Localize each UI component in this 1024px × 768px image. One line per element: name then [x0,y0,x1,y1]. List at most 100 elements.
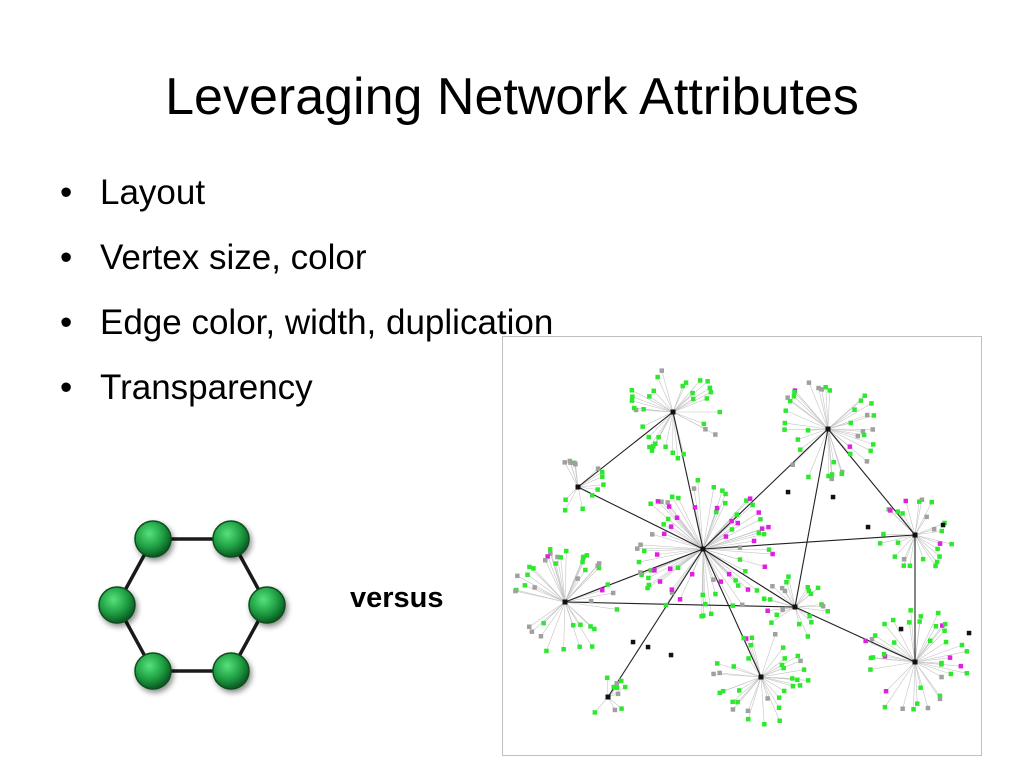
network-edge [533,568,566,603]
network-edge [893,642,916,663]
network-edge [808,428,829,478]
network-vertex [605,582,610,587]
network-edge [818,387,829,430]
network-vertex [655,374,660,380]
network-edge [549,549,566,603]
network-edge [760,676,793,679]
network-vertex [782,427,787,432]
network-vertex [798,658,803,664]
network-edge [827,428,864,432]
network-node [212,520,250,558]
network-vertex [890,617,896,623]
network-node [134,652,172,690]
network-vertex [806,380,812,385]
bullet-item: Transparency [60,355,553,420]
network-edge [564,601,796,608]
network-vertex [708,389,714,395]
network-vertex [717,409,722,415]
network-vertex [943,639,949,645]
network-edge [760,676,793,687]
network-vertex [683,380,689,385]
network-edge [902,661,916,709]
network-edge [702,548,712,614]
network-edge [732,676,762,703]
network-edge [914,522,945,536]
network-vertex [713,591,718,597]
network-edge [564,601,617,610]
network-edge [564,601,581,625]
network-edge [825,387,829,430]
network-vertex [806,474,811,480]
network-vertex [668,566,673,571]
network-edge [564,548,704,603]
network-vertex [805,678,811,683]
network-vertex [629,388,635,393]
network-vertex [699,614,704,619]
network-vertex [651,444,656,449]
network-edge [653,390,674,413]
network-vertex [931,527,937,532]
network-vertex [792,390,797,395]
network-vertex [729,518,734,524]
network-vertex [895,540,901,545]
network-edge [914,501,933,536]
network-vertex [829,476,834,482]
network-vertex [708,611,714,617]
network-vertex [770,551,775,557]
network-vertex [703,427,708,432]
network-vertex [513,588,518,594]
network-vertex [746,656,751,661]
network-vertex [651,388,656,394]
network-vertex [761,531,767,537]
network-edge [747,676,762,712]
network-vertex [748,642,754,648]
network-vertex [917,619,922,624]
network-edge [515,590,566,603]
network-vertex [674,515,680,520]
network-graph-panel [502,336,982,756]
network-vertex [723,534,729,539]
network-edge [785,410,829,430]
network-edge [702,533,765,550]
network-vertex [863,638,868,644]
network-vertex [877,541,883,546]
network-edge [531,601,566,632]
network-edge [671,548,704,590]
network-vertex [825,426,831,432]
network-vertex [711,577,716,582]
network-edge [648,548,704,579]
network-vertex [729,527,735,532]
network-vertex [614,681,619,686]
network-vertex [595,487,600,492]
network-edge [702,548,743,605]
network-edge [914,651,967,663]
network-edge [827,414,868,430]
network-vertex [947,655,953,660]
network-vertex [630,394,635,399]
network-vertex [806,588,812,594]
network-vertex [614,607,620,612]
network-edge [914,534,940,557]
network-node [212,652,250,690]
network-vertex [769,620,774,625]
network-edge [672,385,684,413]
network-vertex [895,509,900,514]
network-vertex [583,567,588,573]
network-edge [564,569,586,603]
network-vertex [689,572,695,577]
network-vertex [829,472,835,477]
network-edge [894,534,916,557]
network-vertex [888,508,893,513]
network-edge [797,428,829,440]
network-vertex [675,565,681,570]
network-vertex [780,607,785,612]
network-edge [702,540,755,550]
network-vertex [868,667,873,672]
network-edges [515,370,967,725]
network-edge [914,661,942,678]
network-vertex [529,629,535,634]
network-vertex [939,662,944,667]
network-vertex [614,685,620,691]
network-vertex [662,531,667,537]
network-edge [914,529,935,536]
